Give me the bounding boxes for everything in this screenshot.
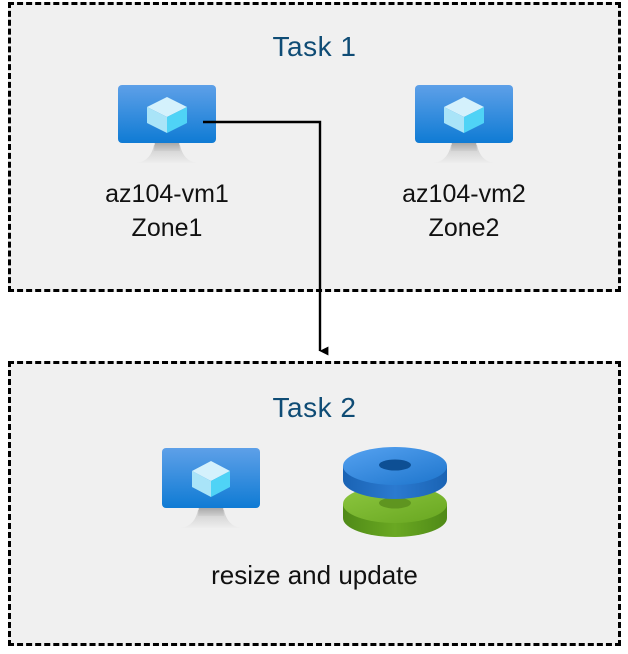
task-1-title: Task 1 xyxy=(272,31,357,62)
virtual-machine-icon[interactable] xyxy=(409,83,519,178)
vm1-name: az104-vm1 xyxy=(105,180,229,208)
task-2-group: Task 2 xyxy=(8,361,621,646)
task-2-caption: resize and update xyxy=(211,560,418,590)
virtual-machine-icon[interactable] xyxy=(112,83,222,178)
task-1-group: Task 1 xyxy=(8,2,621,292)
task-2-title: Task 2 xyxy=(272,392,357,423)
vm1-label: az104-vm1 Zone1 xyxy=(52,177,282,245)
managed-disks-icon[interactable] xyxy=(339,442,451,547)
vm2-name: az104-vm2 xyxy=(402,180,526,208)
virtual-machine-icon[interactable] xyxy=(156,446,266,543)
vm2-zone: Zone2 xyxy=(428,214,500,242)
vm2-label: az104-vm2 Zone2 xyxy=(349,177,579,245)
vm1-zone: Zone1 xyxy=(131,214,203,242)
